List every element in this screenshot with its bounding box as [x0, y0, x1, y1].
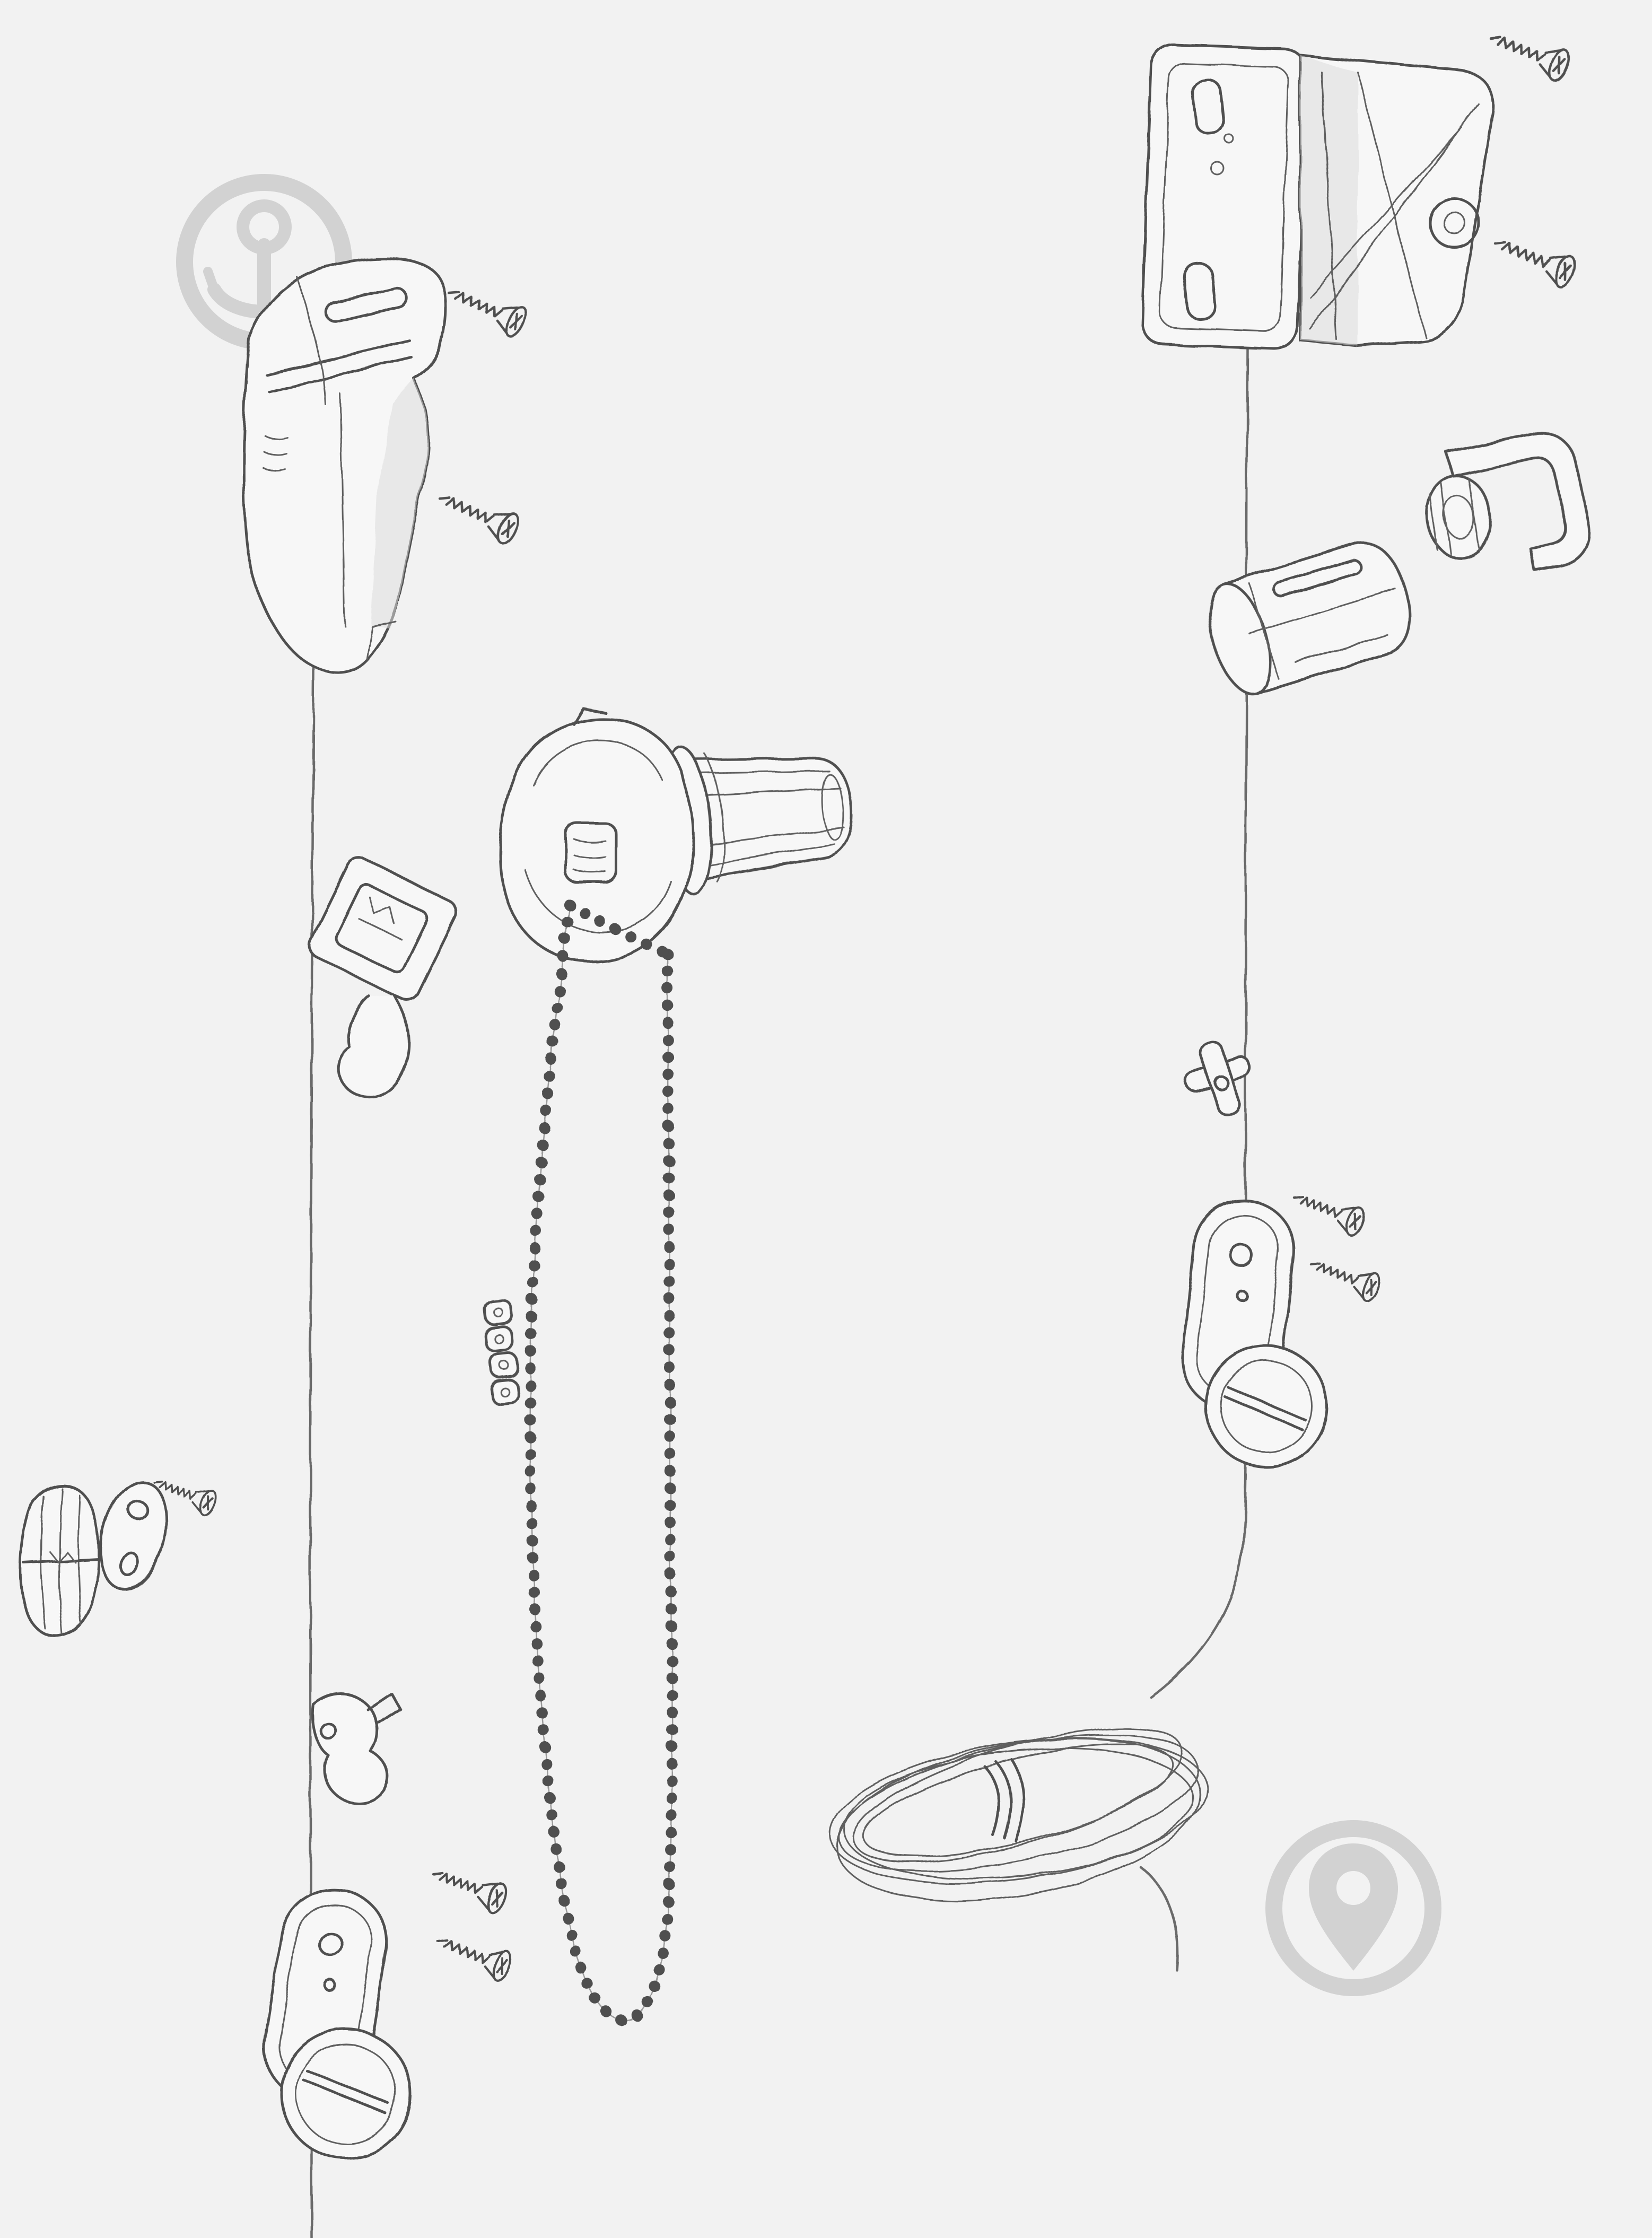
corner-bracket-right [1141, 43, 1494, 350]
roller-adapter-cylinder [1208, 541, 1411, 696]
cord-tensioner-left [263, 1888, 412, 2160]
cord-guide-clip-left [311, 1692, 401, 1805]
cord-stop-plate [99, 1480, 168, 1592]
chain-connector [483, 1299, 520, 1405]
bracket-end-clip [1425, 431, 1590, 572]
cord-guide-clip-right [1184, 1040, 1252, 1116]
chain-clutch [499, 707, 853, 963]
sketch-artwork [19, 23, 1590, 2238]
cord-coil [829, 1728, 1208, 1972]
cord-tensioner-right [1181, 1199, 1328, 1468]
watermark-logo-icon [1265, 1820, 1441, 1996]
cord-stop-knob [19, 1484, 101, 1638]
wall-bracket-left [242, 257, 447, 674]
bead-chain [525, 899, 678, 2026]
safety-clip [308, 856, 458, 1098]
